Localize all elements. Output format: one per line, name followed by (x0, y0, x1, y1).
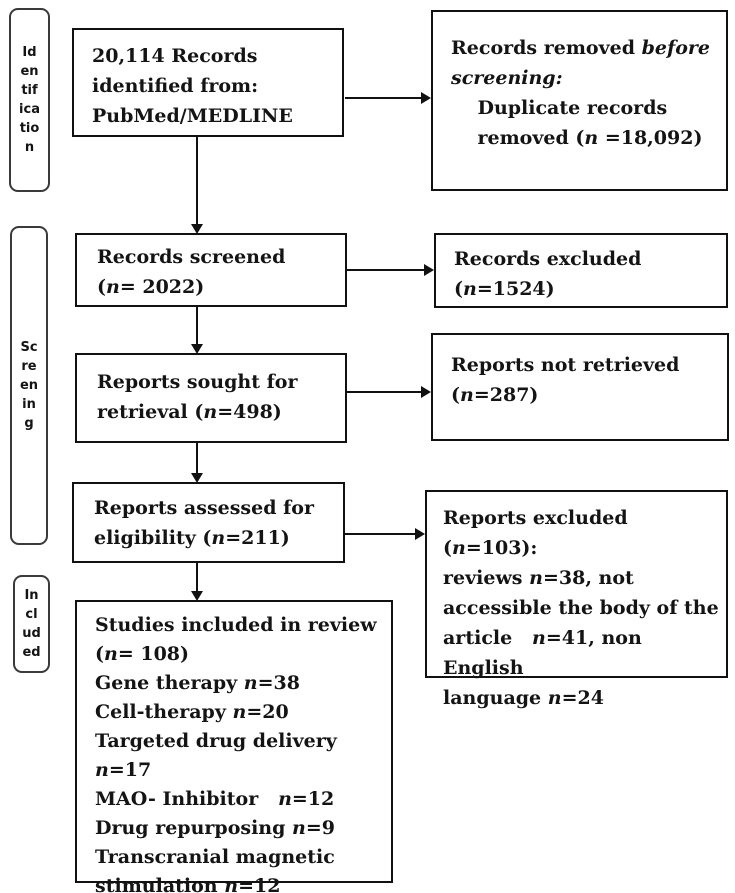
arrowhead-right-icon (421, 386, 431, 398)
arrow-assessed-to-reports-excluded (345, 533, 415, 535)
arrowhead-down-icon (191, 344, 203, 354)
arrow-assessed-to-included (196, 563, 198, 591)
reports-excluded-box: Reports excluded (n=103):reviews n=38, n… (425, 490, 728, 709)
records-excluded-box: Records excluded(n=1524) (434, 233, 728, 308)
arrow-identified-to-screened (196, 137, 198, 224)
reports-not-retrieved-box: Reports not retrieved(n=287) (431, 333, 729, 441)
arrowhead-right-icon (415, 528, 425, 540)
arrowhead-down-icon (191, 473, 203, 483)
arrow-sought-to-assessed (196, 443, 198, 473)
studies-included-box: Studies included in review(n= 108)Gene t… (75, 600, 393, 893)
arrowhead-down-icon (191, 224, 203, 234)
arrowhead-right-icon (424, 264, 434, 276)
arrow-screened-to-excluded (347, 269, 424, 271)
arrow-screened-to-sought (196, 307, 198, 344)
arrow-sought-to-not-retrieved (347, 391, 421, 393)
arrow-identified-to-removed (345, 97, 421, 99)
arrowhead-right-icon (421, 92, 431, 104)
records-screened-box: Records screened(n= 2022) (75, 233, 347, 307)
arrowhead-down-icon (191, 591, 203, 601)
